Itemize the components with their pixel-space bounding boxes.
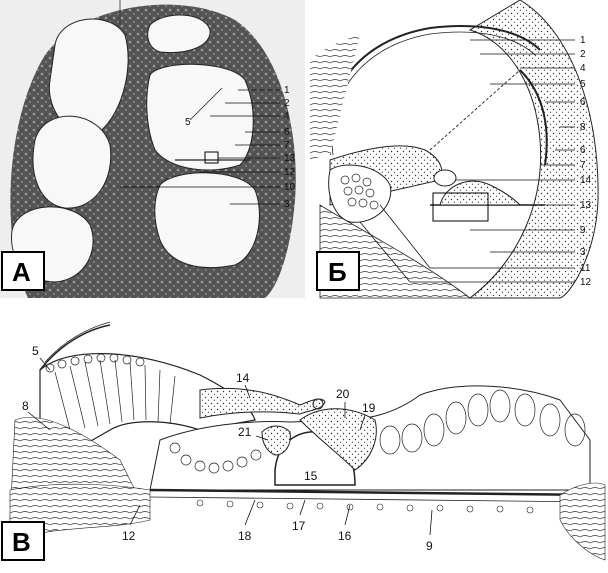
panel-c-letter-box	[1, 521, 45, 561]
panel-b-reissner-membrane	[429, 69, 521, 151]
panel-a-canal-middle	[146, 63, 254, 171]
panel-c-fibrous-right	[559, 482, 606, 561]
panel-b-label-9: 9	[580, 225, 586, 236]
panel-a: 1 2 4 5 6 7 13 12 10 3 А	[0, 0, 305, 298]
panel-a-label-12: 12	[284, 167, 296, 178]
panel-b-label-8: 8	[580, 122, 586, 133]
panel-b-label-12: 12	[580, 277, 592, 288]
panel-a-label-13: 13	[284, 153, 296, 164]
panel-b-label-2: 2	[580, 49, 586, 60]
panel-c-basilar-membrane	[149, 488, 601, 497]
panel-a-label-5: 5	[185, 117, 191, 128]
panel-b-label-5: 5	[580, 79, 586, 90]
panel-a-canal-lower-right	[154, 172, 260, 268]
panel-b-left-bone	[310, 35, 360, 160]
panel-c-outer-cells	[379, 389, 586, 455]
panel-b-ganglion-cells	[340, 173, 379, 210]
panel-a-label-2: 2	[284, 98, 290, 109]
panel-c-label-14: 14	[236, 371, 250, 385]
panel-b-label-4: 4	[580, 63, 586, 74]
panel-a-vestibular-membrane	[189, 87, 223, 121]
panel-a-label-1: 1	[284, 85, 290, 96]
panel-b-label-14: 14	[580, 175, 592, 186]
panel-b-label-11: 11	[580, 263, 591, 274]
panel-b-label-13: 13	[580, 200, 592, 211]
panel-b-organ-box	[432, 192, 489, 222]
panel-b-letter-box	[316, 251, 360, 291]
panel-c-label-8: 8	[22, 399, 29, 413]
panel-c-label-15: 15	[304, 469, 318, 483]
panel-c-basilar-cells	[196, 499, 534, 514]
panel-c-limbus-fibers	[54, 359, 176, 431]
panel-c-limbus-cells	[45, 353, 145, 373]
panel-c-inner-hair-cell	[261, 425, 291, 456]
panel-c-label-21: 21	[238, 425, 252, 439]
panel-c-label-12: 12	[122, 529, 136, 543]
panel-a-organ-box	[204, 151, 219, 164]
panel-c-label-18: 18	[238, 529, 252, 543]
panel-a-label-4: 4	[284, 111, 290, 122]
panel-c-tectorial-curl	[312, 398, 324, 410]
panel-a-label-6: 6	[284, 127, 290, 138]
panel-b-stria	[519, 69, 548, 166]
panel-b-ganglion	[328, 164, 392, 223]
panel-b-label-6a: 6	[580, 97, 586, 108]
panel-b: 1 2 4 5 6 8 6 7 14 13 9 3 11 12 Б	[310, 0, 599, 299]
panel-a-letter-box	[1, 251, 45, 291]
panel-a-label-3: 3	[284, 199, 290, 210]
panel-b-label-7: 7	[580, 160, 586, 171]
panel-c-label-16: 16	[338, 529, 352, 543]
panel-b-tectorial	[433, 169, 457, 187]
panel-c-reissner-strand	[39, 324, 111, 371]
panel-c-label-5: 5	[32, 344, 39, 358]
panel-c-label-17: 17	[292, 519, 306, 533]
panel-c-letter: В	[12, 527, 31, 557]
panel-c-tectorial-membrane	[199, 387, 326, 419]
panel-b-letter: Б	[328, 257, 347, 287]
panel-b-label-6b: 6	[580, 145, 586, 156]
panel-b-label-3: 3	[580, 247, 586, 258]
panel-c-label-9: 9	[426, 539, 433, 553]
panel-c-hair-cells	[299, 408, 377, 471]
panel-a-canal-upper-right	[147, 14, 211, 54]
panel-a-letter: А	[12, 257, 31, 287]
panel-a-canal-left	[32, 115, 112, 209]
panel-b-label-1: 1	[580, 35, 586, 46]
panel-a-label-7: 7	[284, 140, 290, 151]
panel-c-label-20: 20	[336, 387, 350, 401]
panel-c: 5 8 14 20 19 21 15 12 18 17 16 9 В	[1, 321, 606, 561]
panel-c-label-19: 19	[362, 401, 376, 415]
panel-a-label-10: 10	[284, 182, 296, 193]
panel-c-inner-cells	[169, 442, 262, 474]
